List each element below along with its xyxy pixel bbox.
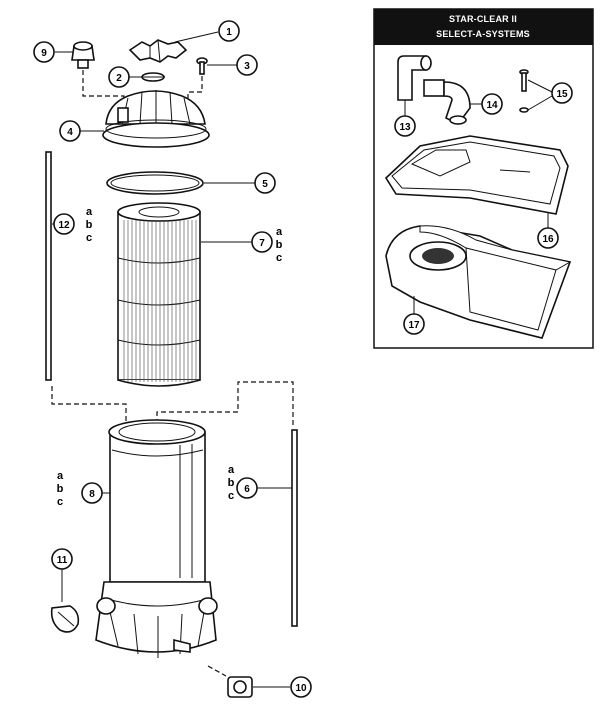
inset-select-a-systems: STAR-CLEAR II SELECT-A-SYSTEMS 13 14 [373,8,594,349]
svg-text:9: 9 [41,48,47,59]
callout-14: 14 [481,93,503,115]
callout-4: 4 [59,120,81,142]
part-9-air-relief-valve [71,41,95,69]
svg-text:6: 6 [244,484,250,495]
svg-text:a: a [57,470,64,482]
callout-13: 13 [394,115,416,137]
callout-15: 15 [551,82,573,104]
svg-text:b: b [276,239,283,251]
callout-12: 12 [53,213,75,235]
leader-1 [174,31,219,43]
callout-16: 16 [537,227,559,249]
svg-text:3: 3 [244,61,250,72]
leader-6-to-tank [156,381,294,432]
part-14-union-elbow [423,79,471,126]
part-6-rod [291,429,298,627]
svg-text:c: c [86,232,92,244]
svg-text:c: c [57,496,63,508]
callout-5: 5 [254,172,276,194]
callout-6: 6 [236,477,258,499]
inset-title-line2: SELECT-A-SYSTEMS [436,29,530,39]
variants-12: a b c [86,206,93,244]
leader-12-to-tank [51,386,127,432]
svg-text:a: a [228,464,235,476]
variants-6: a b c [228,464,235,502]
leader-10-dashed [207,665,227,677]
part-7-filter-cartridge [117,202,201,387]
svg-text:17: 17 [408,320,420,331]
svg-text:4: 4 [67,127,73,138]
svg-text:a: a [86,206,93,218]
callout-3: 3 [236,54,258,76]
part-17-platform [385,225,572,339]
svg-text:7: 7 [259,238,265,249]
callout-7: 7 [251,231,273,253]
svg-text:b: b [86,219,93,231]
callout-1: 1 [218,20,240,42]
part-11-clamp [50,605,80,633]
svg-text:11: 11 [57,555,68,566]
part-3-screw [196,57,208,75]
variants-8: a b c [57,470,64,508]
part-10-drain-plug [227,676,253,698]
svg-text:c: c [276,252,282,264]
callout-9: 9 [33,41,55,63]
svg-text:13: 13 [399,122,411,133]
part-12-rod [45,151,52,381]
svg-text:5: 5 [262,179,268,190]
part-5-lid-o-ring [106,171,204,195]
svg-text:b: b [57,483,64,495]
svg-text:1: 1 [226,27,232,38]
callout-8: 8 [81,482,103,504]
part-8-filter-tank [95,419,218,658]
callout-17: 17 [403,313,425,335]
svg-text:12: 12 [58,220,70,231]
inset-title-bar [374,9,593,45]
inset-title-line1: STAR-CLEAR II [449,14,517,24]
callout-11: 11 [51,548,73,570]
svg-text:a: a [276,226,283,238]
svg-text:16: 16 [542,234,554,245]
part-16-base [384,135,569,215]
svg-text:b: b [228,477,235,489]
svg-text:8: 8 [89,489,95,500]
part-1-lid-knob [128,39,188,63]
part-13-elbow [397,55,432,101]
variants-7: a b c [276,226,283,264]
callout-2: 2 [108,66,130,88]
part-4-filter-lid [102,90,210,148]
svg-text:10: 10 [295,683,307,694]
svg-text:14: 14 [486,100,498,111]
callout-10: 10 [290,676,312,698]
svg-text:2: 2 [116,73,122,84]
svg-text:15: 15 [556,89,568,100]
svg-text:c: c [228,490,234,502]
